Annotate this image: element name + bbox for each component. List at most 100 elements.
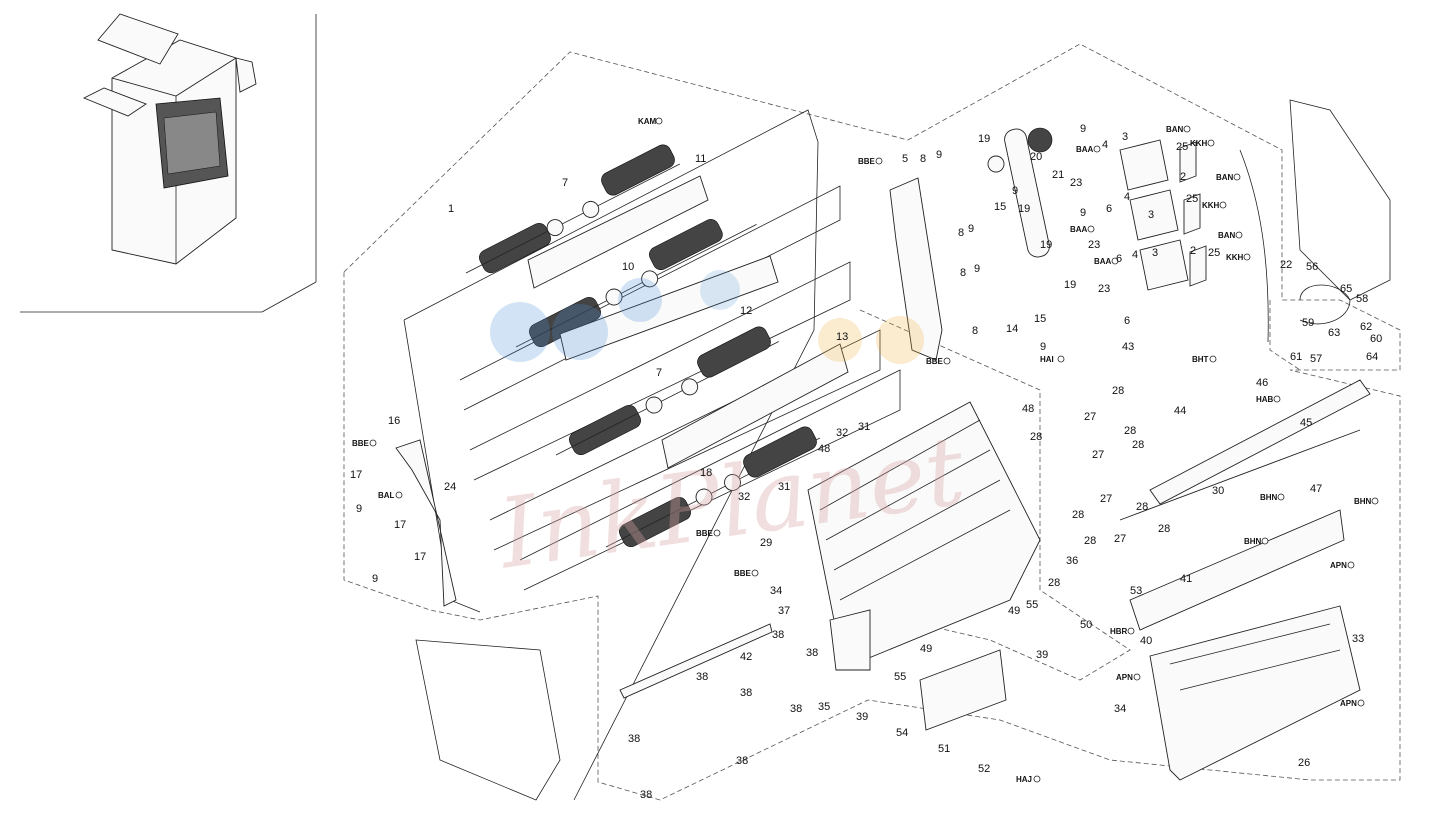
screw-icon xyxy=(1233,173,1241,181)
callout-59: 59 xyxy=(1302,317,1314,329)
callout-8a: 8 xyxy=(920,153,926,165)
callout-apn1: APN xyxy=(1330,561,1347,570)
callout-28d: 28 xyxy=(1132,439,1144,451)
screw-icon xyxy=(369,439,377,447)
callout-49b: 49 xyxy=(920,643,932,655)
brush-rollers xyxy=(465,144,821,548)
callout-19d: 19 xyxy=(1064,279,1076,291)
callout-6b: 6 xyxy=(1116,253,1122,265)
right-side-plate xyxy=(889,177,943,361)
callout-9a: 9 xyxy=(356,503,362,515)
callout-32a: 32 xyxy=(836,427,848,439)
roller-middle-left xyxy=(515,224,757,348)
right-frame-sketch xyxy=(1289,99,1391,301)
main-chute-frame xyxy=(807,401,1041,671)
callout-27c: 27 xyxy=(1100,493,1112,505)
callout-16: 16 xyxy=(388,415,400,427)
callout-baa1: BAA xyxy=(1076,145,1094,154)
screw-icon xyxy=(1207,139,1215,147)
callout-apn3: APN xyxy=(1340,699,1357,708)
callout-14: 14 xyxy=(1006,323,1018,335)
callout-bbe3: BBE xyxy=(926,357,944,366)
callout-6a: 6 xyxy=(1106,203,1112,215)
screw-icon xyxy=(1209,355,1217,363)
callout-48b: 48 xyxy=(818,443,830,455)
callout-bbe2: BBE xyxy=(858,157,876,166)
callout-bbe4: BBE xyxy=(696,529,714,538)
callout-26: 26 xyxy=(1298,757,1310,769)
callout-8d: 8 xyxy=(972,325,978,337)
callout-38f: 38 xyxy=(628,733,640,745)
callout-25c: 25 xyxy=(1208,247,1220,259)
callout-28a: 28 xyxy=(1112,385,1124,397)
callout-kam: KAM xyxy=(638,117,657,126)
callout-8c: 8 xyxy=(960,267,966,279)
callout-49a: 49 xyxy=(1008,605,1020,617)
screw-icon xyxy=(943,357,951,365)
callout-ban3: BAN xyxy=(1218,231,1236,240)
callout-23a: 23 xyxy=(1070,177,1082,189)
screw-icon xyxy=(1219,201,1227,209)
callout-bht: BHT xyxy=(1192,355,1209,364)
callout-12: 12 xyxy=(740,305,752,317)
callout-2a: 2 xyxy=(1180,171,1186,183)
callout-52: 52 xyxy=(978,763,990,775)
callout-25a: 25 xyxy=(1176,141,1188,153)
callout-28c: 28 xyxy=(1030,431,1042,443)
callout-65: 65 xyxy=(1340,283,1352,295)
callout-48a: 48 xyxy=(1022,403,1034,415)
callout-51: 51 xyxy=(938,743,950,755)
callout-22: 22 xyxy=(1280,259,1292,271)
callout-29: 29 xyxy=(760,537,772,549)
roller-lower-right xyxy=(697,326,771,378)
callout-19c: 19 xyxy=(1040,239,1052,251)
callout-53: 53 xyxy=(1130,585,1142,597)
callout-27a: 27 xyxy=(1084,411,1096,423)
callout-34a: 34 xyxy=(770,585,782,597)
callout-3c: 3 xyxy=(1152,247,1158,259)
callout-64: 64 xyxy=(1366,351,1378,363)
callout-38g: 38 xyxy=(736,755,748,767)
callout-44: 44 xyxy=(1174,405,1186,417)
callout-31a: 31 xyxy=(858,421,870,433)
callout-21: 21 xyxy=(1052,169,1064,181)
callout-17a: 17 xyxy=(350,469,362,481)
callout-54: 54 xyxy=(896,727,908,739)
screw-icon xyxy=(1033,775,1041,783)
screw-icon xyxy=(1235,231,1243,239)
callout-20: 20 xyxy=(1030,151,1042,163)
callout-9d: 9 xyxy=(1080,123,1086,135)
callout-17c: 17 xyxy=(414,551,426,563)
callout-38h: 38 xyxy=(640,789,652,801)
callout-4c: 4 xyxy=(1132,249,1138,261)
callout-15b: 15 xyxy=(1034,313,1046,325)
left-side-plate xyxy=(395,439,457,607)
callout-ban2: BAN xyxy=(1216,173,1234,182)
callout-30: 30 xyxy=(1212,485,1224,497)
roller-middle-right xyxy=(649,219,723,271)
callout-23c: 23 xyxy=(1098,283,1110,295)
machine-overview-inset xyxy=(20,13,317,313)
callout-34b: 34 xyxy=(1114,703,1126,715)
callout-7b: 7 xyxy=(656,367,662,379)
callout-19b: 19 xyxy=(1018,203,1030,215)
callout-bbe5: BBE xyxy=(734,569,752,578)
callout-45: 45 xyxy=(1300,417,1312,429)
callout-bbe1: BBE xyxy=(352,439,370,448)
screw-icon xyxy=(1183,125,1191,133)
callout-hai: HAI xyxy=(1040,355,1054,364)
callout-8b: 8 xyxy=(958,227,964,239)
callout-63: 63 xyxy=(1328,327,1340,339)
callout-4b: 4 xyxy=(1124,191,1130,203)
solenoid-brackets xyxy=(1119,139,1207,291)
screw-icon xyxy=(1133,673,1141,681)
callout-40: 40 xyxy=(1140,635,1152,647)
callout-9e: 9 xyxy=(1012,185,1018,197)
callout-25b: 25 xyxy=(1186,193,1198,205)
screw-icon xyxy=(1093,145,1101,153)
callout-6c: 6 xyxy=(1124,315,1130,327)
screw-icon xyxy=(1057,355,1065,363)
callout-28e: 28 xyxy=(1072,509,1084,521)
screw-icon xyxy=(1277,493,1285,501)
